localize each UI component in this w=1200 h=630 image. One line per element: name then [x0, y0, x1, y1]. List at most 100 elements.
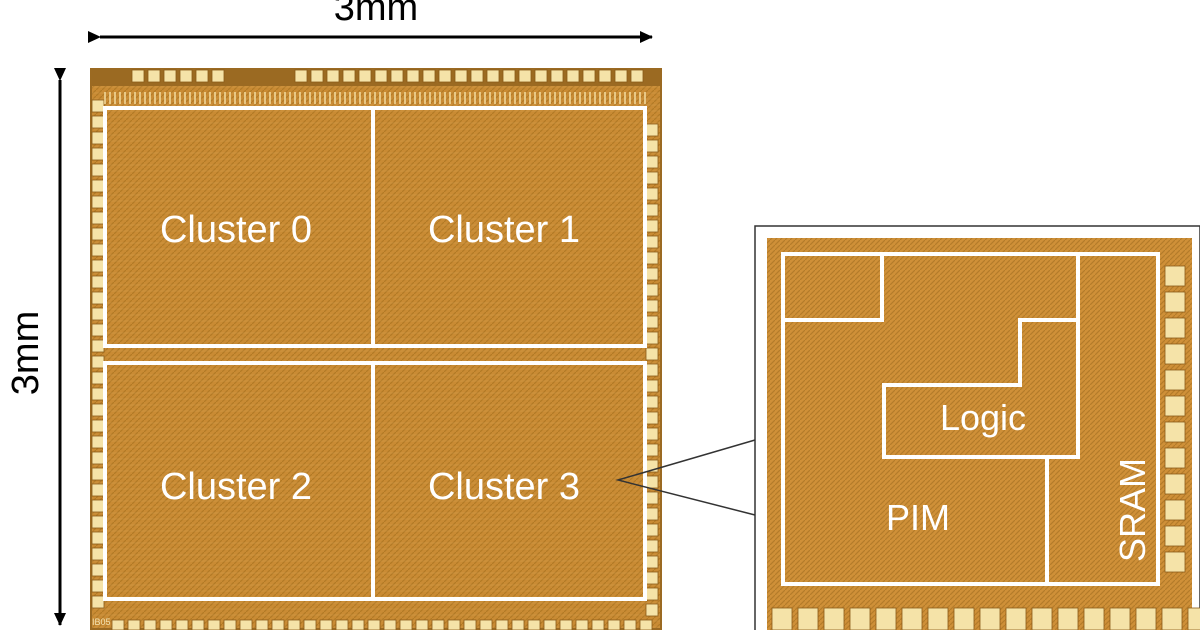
bond-pad [823, 607, 845, 630]
die-corner-marking: IB05 [92, 617, 111, 627]
bond-pad [207, 619, 221, 630]
bond-pad [927, 607, 949, 630]
bond-pad [91, 547, 105, 561]
bond-pad [91, 483, 105, 497]
bond-pad [91, 243, 105, 257]
bond-pad [303, 619, 317, 630]
bond-pad [91, 387, 105, 401]
bond-pad [374, 69, 388, 83]
bond-pad [195, 69, 209, 83]
bond-pad [645, 411, 659, 425]
logic-label: Logic [940, 397, 1026, 438]
bond-pad [127, 619, 141, 630]
bond-pad [645, 123, 659, 137]
bond-pad [255, 619, 269, 630]
bond-pad [591, 619, 605, 630]
bond-pad [797, 607, 819, 630]
bond-pad [639, 619, 653, 630]
cluster-0-label: Cluster 0 [160, 209, 312, 251]
bond-pad [91, 179, 105, 193]
bond-pad [645, 491, 659, 505]
bond-pad [495, 619, 509, 630]
bond-pad [415, 619, 429, 630]
bond-pad [239, 619, 253, 630]
bond-pad [358, 69, 372, 83]
bond-pad [645, 331, 659, 345]
sram-label: SRAM [1112, 458, 1153, 562]
bond-pad [91, 163, 105, 177]
height-dimension: 3mm [5, 68, 66, 626]
pad-ring-comb [104, 92, 646, 104]
bond-pad [111, 619, 125, 630]
bond-pad [454, 69, 468, 83]
bond-pad [342, 69, 356, 83]
width-label: 3mm [334, 0, 418, 29]
height-label: 3mm [5, 311, 47, 395]
bond-pad [91, 435, 105, 449]
bond-pad [91, 595, 105, 609]
bond-pad [163, 69, 177, 83]
bond-pad [91, 323, 105, 337]
bond-pad [294, 69, 308, 83]
bond-pad [645, 219, 659, 233]
bond-pad [645, 283, 659, 297]
bond-pad [91, 499, 105, 513]
bond-pad [502, 69, 516, 83]
bond-pad [486, 69, 500, 83]
logic-outline [882, 318, 1080, 459]
bond-pad [91, 451, 105, 465]
bond-pad [645, 187, 659, 201]
bond-pads [91, 69, 659, 630]
bond-pad [175, 619, 189, 630]
bond-pad [91, 259, 105, 273]
pim-label: PIM [886, 497, 950, 538]
bond-pad [91, 131, 105, 145]
bond-pad [645, 427, 659, 441]
bond-pad [645, 235, 659, 249]
bond-pad [91, 371, 105, 385]
bond-pad [470, 69, 484, 83]
bond-pad [91, 355, 105, 369]
bond-pad [645, 203, 659, 217]
bond-pad [91, 531, 105, 545]
bond-pad [390, 69, 404, 83]
bond-pad [91, 99, 105, 113]
cluster-outlines [103, 106, 647, 601]
bond-pad [319, 619, 333, 630]
bond-pad [147, 69, 161, 83]
bond-pad [645, 523, 659, 537]
bond-pad [979, 607, 1001, 630]
bond-pad [91, 419, 105, 433]
bond-pad [901, 607, 923, 630]
bond-pad [406, 69, 420, 83]
zoom-region-outlines [781, 252, 1160, 586]
bond-pad [1164, 551, 1186, 573]
bond-pad [91, 307, 105, 321]
bond-pad [1057, 607, 1079, 630]
bond-pad [645, 315, 659, 329]
zoom-callout [615, 439, 756, 516]
bond-pad [543, 619, 557, 630]
bond-pad [91, 275, 105, 289]
bond-pad [438, 69, 452, 83]
bond-pad [645, 363, 659, 377]
bond-pad [91, 579, 105, 593]
bond-pad [645, 603, 659, 617]
bond-pad [645, 379, 659, 393]
bond-pad [518, 69, 532, 83]
bond-pad [875, 607, 897, 630]
zoom-bond-pads [771, 265, 1200, 630]
bond-pad [566, 69, 580, 83]
bond-pad [287, 619, 301, 630]
bond-pad [159, 619, 173, 630]
bond-pad [326, 69, 340, 83]
bond-pad [91, 211, 105, 225]
bond-pad [550, 69, 564, 83]
bond-pad [575, 619, 589, 630]
bond-pad [623, 619, 637, 630]
bond-pad [1109, 607, 1131, 630]
bond-pad [383, 619, 397, 630]
bond-pad [367, 619, 381, 630]
bond-pad [1164, 265, 1186, 287]
bond-pad [598, 69, 612, 83]
